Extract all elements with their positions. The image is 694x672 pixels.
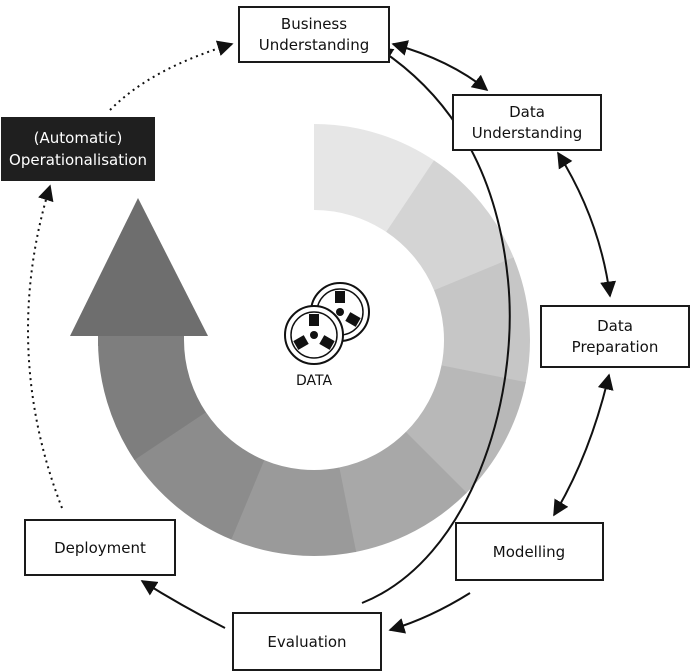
node-label: Understanding xyxy=(259,36,370,54)
node-label: Data xyxy=(509,103,545,121)
node-label: Understanding xyxy=(472,124,583,142)
node-label: Deployment xyxy=(54,539,146,557)
node-modelling: Modelling xyxy=(455,522,604,581)
ring-segment xyxy=(230,459,357,556)
data-understanding-preparation-arrow xyxy=(557,151,617,298)
operationalisation-to-business-dotted xyxy=(109,40,234,111)
ring-segment xyxy=(338,431,467,553)
node-label: Data xyxy=(597,317,633,335)
data-cycle-ring xyxy=(97,124,530,556)
node-deployment: Deployment xyxy=(24,519,176,576)
cycle-arrow-head xyxy=(70,198,208,336)
business-data-understanding-arrow xyxy=(391,40,489,92)
node-evaluation: Evaluation xyxy=(232,612,382,671)
modelling-to-evaluation-arrow xyxy=(388,592,471,634)
node-label: (Automatic) xyxy=(34,129,123,147)
node-data-preparation: Data Preparation xyxy=(540,305,690,368)
node-label: Evaluation xyxy=(267,633,346,651)
preparation-modelling-arrow xyxy=(553,373,614,517)
node-label: Operationalisation xyxy=(9,151,147,169)
ring-segment xyxy=(405,365,526,494)
center-data-label: DATA xyxy=(296,373,332,389)
data-reel-icon xyxy=(284,305,344,365)
deployment-to-operationalisation-dotted xyxy=(27,184,63,509)
ring-segment xyxy=(97,338,206,461)
ring-segment xyxy=(434,257,530,384)
node-label: Preparation xyxy=(572,338,659,356)
node-label: Modelling xyxy=(493,543,565,561)
node-label: Business xyxy=(281,15,347,33)
node-data-understanding: Data Understanding xyxy=(452,94,602,151)
ring-segment xyxy=(386,160,514,291)
node-business-understanding: Business Understanding xyxy=(238,6,390,63)
ring-shaft xyxy=(98,336,184,346)
evaluation-to-business-arrow xyxy=(361,47,511,604)
node-operationalisation: (Automatic) Operationalisation xyxy=(1,117,155,181)
ring-segment xyxy=(133,411,265,540)
evaluation-to-deployment-arrow xyxy=(140,580,226,629)
